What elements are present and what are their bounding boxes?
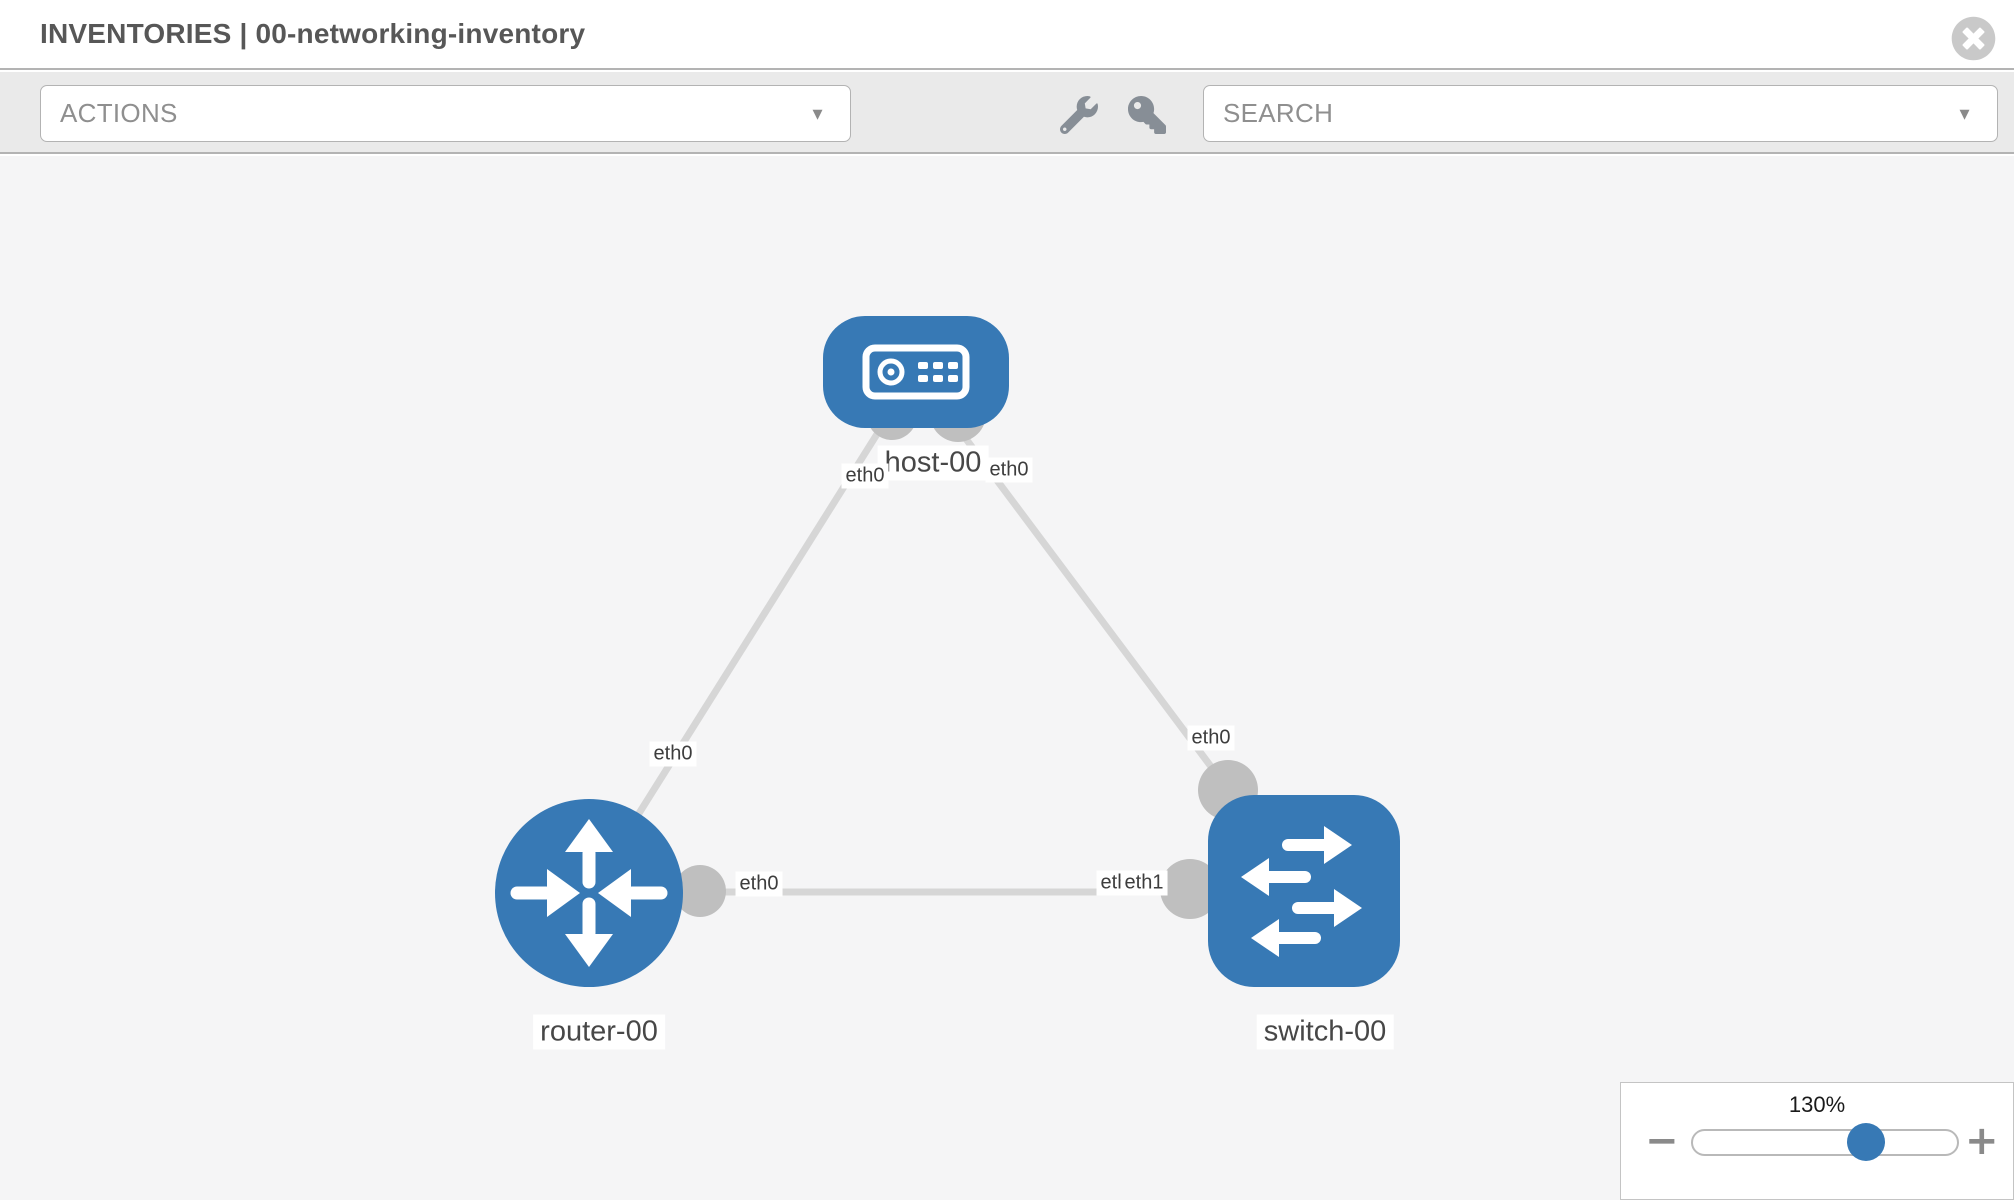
zoom-level-readout: 130% (1788, 1092, 1846, 1117)
router-icon (510, 819, 668, 967)
node-host-00[interactable] (823, 316, 1009, 428)
node-label-router-00: router-00 (533, 1014, 665, 1050)
connector-router-eth0 (674, 865, 726, 917)
link-router-host (586, 370, 919, 895)
zoom-in-button[interactable]: + (1965, 1118, 1999, 1164)
close-button[interactable] (1951, 16, 1996, 61)
chevron-down-icon: ▼ (1956, 104, 1973, 123)
actions-dropdown-value: ACTIONS (60, 98, 178, 128)
zoom-slider-thumb[interactable] (1847, 1123, 1885, 1161)
zoom-slider-track[interactable] (1691, 1123, 1959, 1161)
topology-svg (495, 316, 1400, 987)
search-dropdown-value: SEARCH (1223, 98, 1334, 128)
eth-label-host-switch-switch-end: eth0 (1187, 725, 1235, 751)
header-bar: INVENTORIES | 00-networking-inventory (0, 0, 2014, 70)
topology-canvas[interactable]: host-00 router-00 switch-00 eth0 eth0 et… (0, 156, 2014, 1200)
credentials-button[interactable] (1128, 96, 1166, 134)
node-label-switch-00: switch-00 (1256, 1014, 1394, 1050)
search-dropdown[interactable]: SEARCH ▼ (1203, 85, 1998, 142)
zoom-control-panel: 130% − + (1620, 1082, 2014, 1200)
host-icon (862, 344, 970, 400)
node-label-host-00: host-00 (877, 445, 989, 481)
switch-icon (1241, 826, 1362, 957)
zoom-out-button[interactable]: − (1645, 1118, 1679, 1164)
configure-button[interactable] (1059, 96, 1098, 137)
key-icon (1128, 96, 1166, 137)
times-circle-icon (1951, 16, 1996, 64)
wrench-icon (1059, 96, 1098, 137)
eth-label-router-host-router-end: eth0 (649, 741, 697, 767)
connector-switch-eth1 (1160, 859, 1220, 919)
node-switch-00[interactable] (1208, 795, 1400, 987)
node-router-00[interactable] (495, 799, 683, 987)
chevron-down-icon: ▼ (809, 104, 826, 123)
page-title: INVENTORIES | 00-networking-inventory (40, 18, 586, 49)
eth-label-router-switch-switch-end: eth1 (1120, 870, 1168, 896)
eth-label-host-switch-host-end: eth0 (985, 457, 1033, 483)
eth-label-router-host-host-end: eth0 (841, 463, 889, 489)
eth-label-router-switch-router-end: eth0 (735, 871, 783, 897)
toolbar: ACTIONS ▼ SEARCH ▼ (0, 72, 2014, 154)
actions-dropdown[interactable]: ACTIONS ▼ (40, 85, 851, 142)
